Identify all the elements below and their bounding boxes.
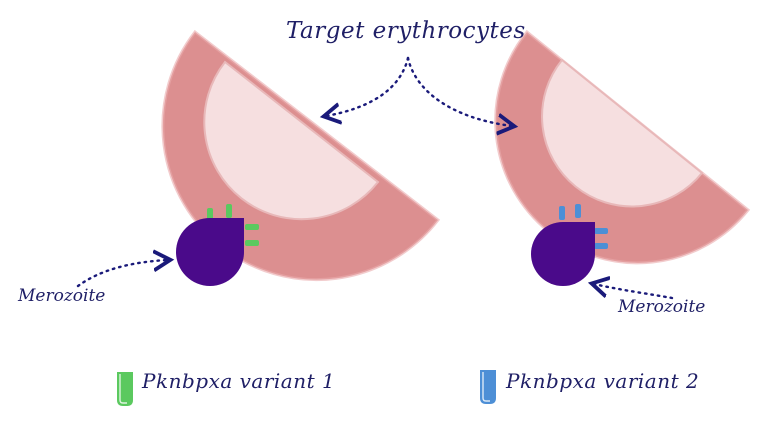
arrow-merozoite-right (594, 284, 674, 300)
merozoite-left (176, 204, 259, 286)
erythrocyte-right (494, 29, 751, 265)
legend-label-variant-2: Pknbpxa variant 2 (506, 369, 700, 393)
legend-swatch-variant-1 (117, 372, 133, 406)
arrow-merozoite-left (76, 260, 168, 288)
erythrocyte-left (161, 29, 441, 282)
arrow-title-to-right (406, 56, 512, 126)
legend-label-variant-1: Pknbpxa variant 1 (142, 369, 336, 393)
title-label: Target erythrocytes (286, 18, 526, 44)
merozoite-label-left: Merozoite (18, 286, 106, 306)
merozoite-label-right: Merozoite (618, 297, 706, 317)
arrow-title-to-left (326, 56, 410, 116)
merozoite-right (531, 204, 608, 286)
legend-swatch-variant-2 (480, 370, 496, 404)
